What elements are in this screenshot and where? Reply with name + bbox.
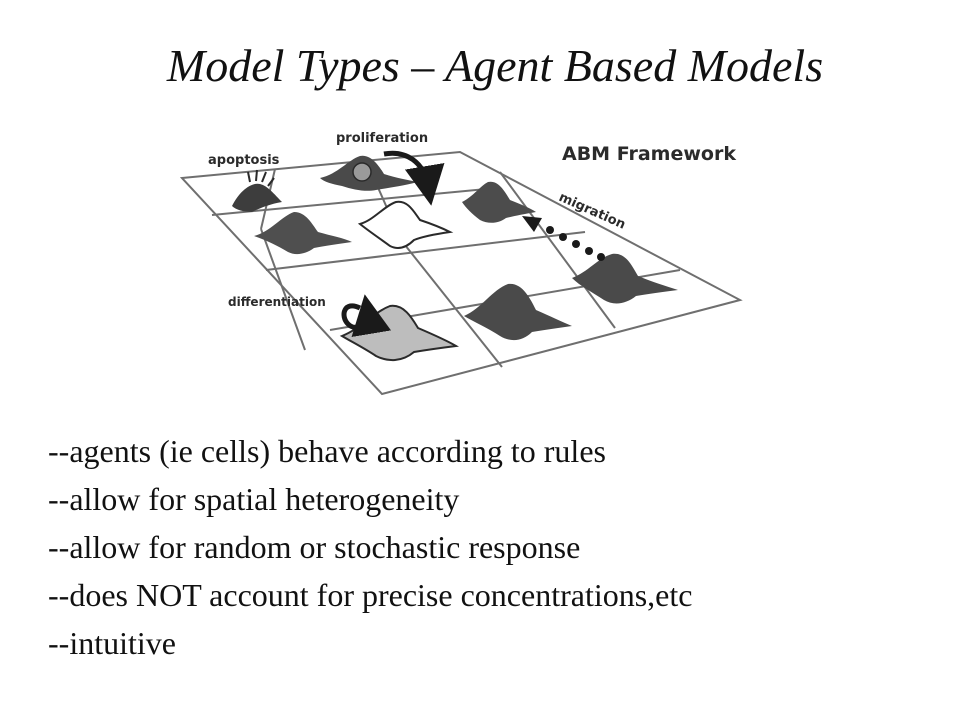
proliferation-arrow bbox=[383, 150, 445, 206]
grid-column-line bbox=[260, 228, 306, 351]
bullet-item: --does NOT account for precise concentra… bbox=[48, 577, 693, 613]
grid-column-line bbox=[499, 171, 616, 329]
proliferating-nucleus bbox=[352, 162, 372, 182]
abm-framework-figure: ABM Framework proliferation apoptosis mi… bbox=[170, 120, 770, 410]
cells bbox=[232, 155, 678, 362]
label-migration: migration bbox=[556, 190, 627, 233]
figure-heading: ABM Framework bbox=[562, 143, 736, 165]
bullet-item: --allow for spatial heterogeneity bbox=[48, 481, 460, 517]
differentiation-arrow bbox=[341, 294, 391, 337]
agent-cell bbox=[464, 283, 572, 341]
agent-cell bbox=[462, 181, 536, 223]
grid-column-line bbox=[400, 239, 503, 368]
apoptosis-cell bbox=[232, 183, 282, 212]
abm-framework-diagram: ABM Framework proliferation apoptosis mi… bbox=[179, 131, 743, 396]
bullet-list: --agents (ie cells) behave according to … bbox=[48, 427, 948, 667]
bullet-item: --agents (ie cells) behave according to … bbox=[48, 433, 606, 469]
grid-row-line bbox=[211, 187, 498, 216]
label-apoptosis: apoptosis bbox=[208, 153, 280, 168]
slide-title: Model Types – Agent Based Models bbox=[166, 40, 824, 91]
bullet-item: --intuitive bbox=[48, 625, 176, 661]
migrating-cell bbox=[572, 253, 678, 304]
label-differentiation: differentiation bbox=[228, 295, 326, 309]
differentiating-cell bbox=[339, 304, 459, 362]
daughter-cell bbox=[357, 200, 454, 249]
agent-cell bbox=[254, 212, 352, 255]
grid-row-line bbox=[265, 231, 586, 271]
bullet-item: --allow for random or stochastic respons… bbox=[48, 529, 581, 565]
arrows bbox=[341, 150, 445, 337]
label-proliferation: proliferation bbox=[336, 131, 428, 146]
migration-arrow bbox=[522, 216, 605, 261]
apoptosis-rays bbox=[247, 169, 275, 187]
